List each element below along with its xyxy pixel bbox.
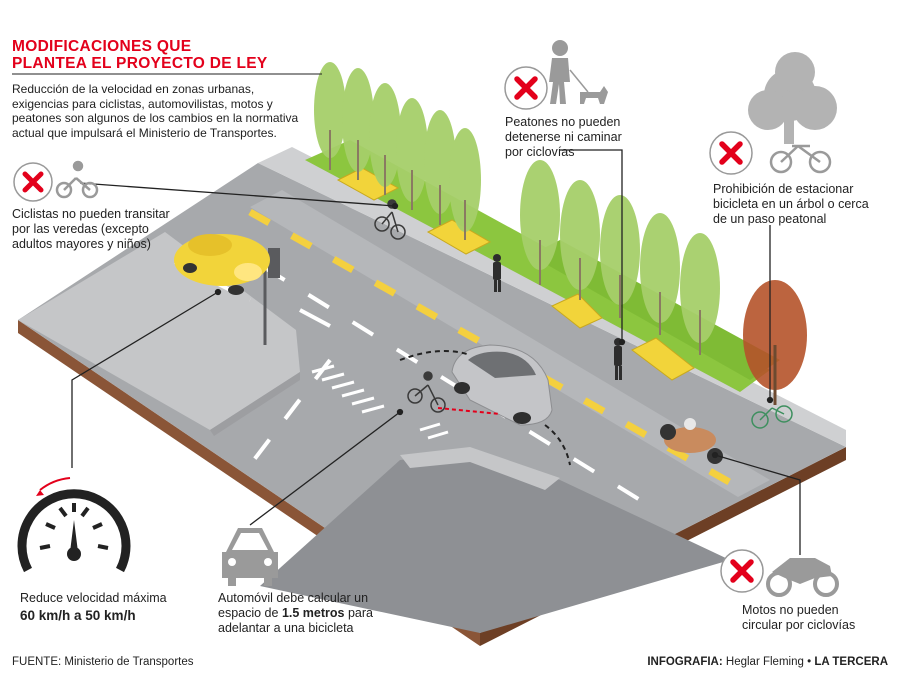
bicycle-rider-icon: [55, 160, 99, 199]
bench-2: [426, 219, 492, 255]
bench-1: [336, 167, 400, 201]
sidewalk-back: [258, 147, 846, 447]
callout-motos-line-2: circular por ciclovías: [742, 618, 856, 632]
sidewalk-front-corner: [260, 452, 730, 633]
callout-automovil-line-3: adelantar a una bicicleta: [218, 621, 354, 635]
callout-peatones-line-1: Peatones no pueden: [505, 115, 621, 129]
title-line-2: PLANTEA EL PROYECTO DE LEY: [12, 55, 268, 72]
footer-credit-brand: LA TERCERA: [814, 656, 888, 668]
crosswalk: [311, 364, 449, 440]
prohibited-badge-ciclistas: [13, 162, 53, 202]
callout-peatones-line-3: por ciclovías: [505, 145, 575, 159]
page-title: MODIFICACIONES QUE PLANTEA EL PROYECTO D…: [12, 38, 268, 72]
callout-velocidad-line-2: 60 km/h a 50 km/h: [20, 608, 136, 623]
sidewalk-front-top: [400, 447, 560, 490]
callout-motos: Motos no pueden circular por ciclovías: [742, 603, 892, 633]
callout-velocidad-line-1: Reduce velocidad máxima: [20, 591, 167, 605]
callout-ciclistas-line-3: adultos mayores y niños): [12, 237, 151, 251]
callout-automovil: Automóvil debe calcular un espacio de 1.…: [218, 591, 398, 636]
footer-source: FUENTE: Ministerio de Transportes: [12, 656, 194, 668]
callout-ciclistas: Ciclistas no pueden transitar por las ve…: [12, 207, 202, 252]
callout-motos-line-1: Motos no pueden: [742, 603, 839, 617]
prohibited-badge-estacionar: [709, 131, 753, 175]
bench-4: [631, 337, 695, 381]
pedestrian-with-dog-icon: [549, 40, 608, 104]
callout-peatones: Peatones no pueden detenerse ni caminar …: [505, 115, 645, 160]
tree-with-bicycle-icon: [748, 52, 837, 174]
callout-estacionar-line-3: de un paso peatonal: [713, 212, 827, 226]
footer-credit-name: Heglar Fleming •: [725, 656, 812, 668]
parked-bicycle: [751, 405, 793, 429]
pedestrian-1: [493, 254, 501, 292]
intro-paragraph: Reducción de la velocidad en zonas urban…: [12, 82, 299, 140]
callout-automovil-line-2-post: para: [347, 606, 373, 620]
speedometer-icon: [17, 477, 131, 573]
motorcycle-icon: [766, 558, 839, 597]
callout-estacionar-line-1: Prohibición de estacionar: [713, 182, 854, 196]
autumn-tree: [743, 280, 807, 390]
sidewalk-left-curb: [210, 372, 300, 436]
callout-automovil-line-2: espacio de 1.5 metros para: [218, 606, 398, 621]
title-line-1: MODIFICACIONES QUE: [12, 38, 192, 55]
callout-automovil-line-2-bold: 1.5 metros: [281, 606, 345, 620]
callout-peatones-line-2: detenerse ni caminar: [505, 130, 622, 144]
callout-automovil-line-2-pre: espacio de: [218, 606, 279, 620]
callout-estacionar: Prohibición de estacionar bicicleta en u…: [713, 182, 893, 227]
car-front-icon: [222, 528, 278, 586]
gray-car: [451, 344, 553, 426]
distance-indicator: [399, 350, 571, 466]
footer-credit-label: INFOGRAFIA:: [647, 656, 723, 668]
leader-lines: [71, 149, 801, 555]
benches: [336, 167, 695, 381]
bench-3: [551, 293, 603, 329]
yellow-taxi: [174, 234, 270, 295]
prohibited-badge-motos: [720, 549, 764, 593]
callout-estacionar-line-2: bicicleta en un árbol o cerca: [713, 197, 869, 211]
callout-automovil-line-1: Automóvil debe calcular un: [218, 591, 369, 605]
footer-credit: INFOGRAFIA: Heglar Fleming • LA TERCERA: [647, 656, 888, 668]
trees: [314, 62, 807, 405]
callout-ciclistas-line-1: Ciclistas no pueden transitar: [12, 207, 170, 221]
bike-lane: [250, 190, 770, 497]
prohibited-badge-peatones: [504, 66, 548, 110]
callout-velocidad: Reduce velocidad máxima 60 km/h a 50 km/…: [20, 591, 210, 624]
callout-ciclistas-line-2: por las veredas (excepto: [12, 222, 149, 236]
cyclist-crosswalk: [407, 371, 446, 413]
